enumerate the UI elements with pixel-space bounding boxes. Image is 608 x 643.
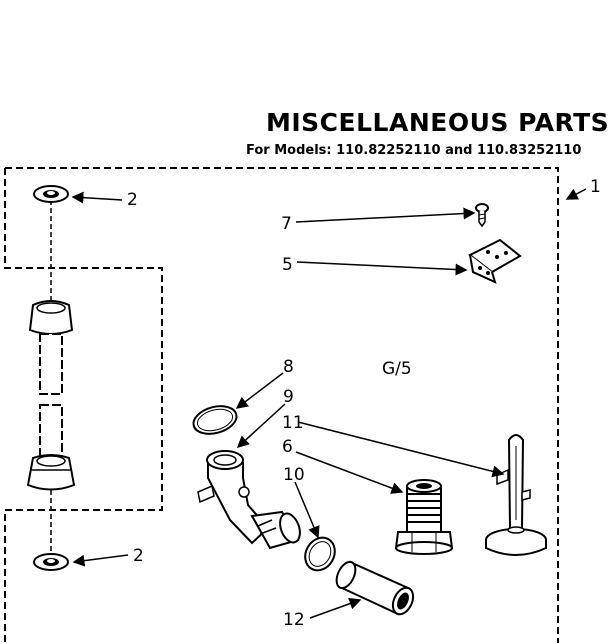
screw xyxy=(475,203,489,228)
washer-top xyxy=(33,185,69,203)
callout-11: 11 xyxy=(282,413,304,433)
hose xyxy=(197,450,301,550)
page-title: MISCELLANEOUS PARTS xyxy=(266,108,608,137)
bracket xyxy=(468,238,522,284)
coupling xyxy=(335,560,415,616)
threaded-fitting xyxy=(394,479,454,555)
callout-1: 1 xyxy=(590,177,601,197)
callout-5: 5 xyxy=(282,255,293,275)
callout-2-top: 2 xyxy=(127,190,138,210)
callout-8: 8 xyxy=(283,357,294,377)
post-tool xyxy=(485,434,547,556)
callout-7: 7 xyxy=(281,214,292,234)
clamp-lower xyxy=(304,536,336,572)
clamp-upper xyxy=(192,405,238,435)
assembly-outline xyxy=(4,167,559,643)
shaft-assembly xyxy=(26,200,76,570)
callout-6: 6 xyxy=(282,437,293,457)
callout-12: 12 xyxy=(283,610,305,630)
washer-bottom xyxy=(33,553,69,571)
callout-9: 9 xyxy=(283,387,294,407)
callout-2-bottom: 2 xyxy=(133,546,144,566)
model-subtitle: For Models: 110.82252110 and 110.8325211… xyxy=(246,143,582,158)
figure-code: G/5 xyxy=(382,359,412,379)
callout-10: 10 xyxy=(283,465,305,485)
